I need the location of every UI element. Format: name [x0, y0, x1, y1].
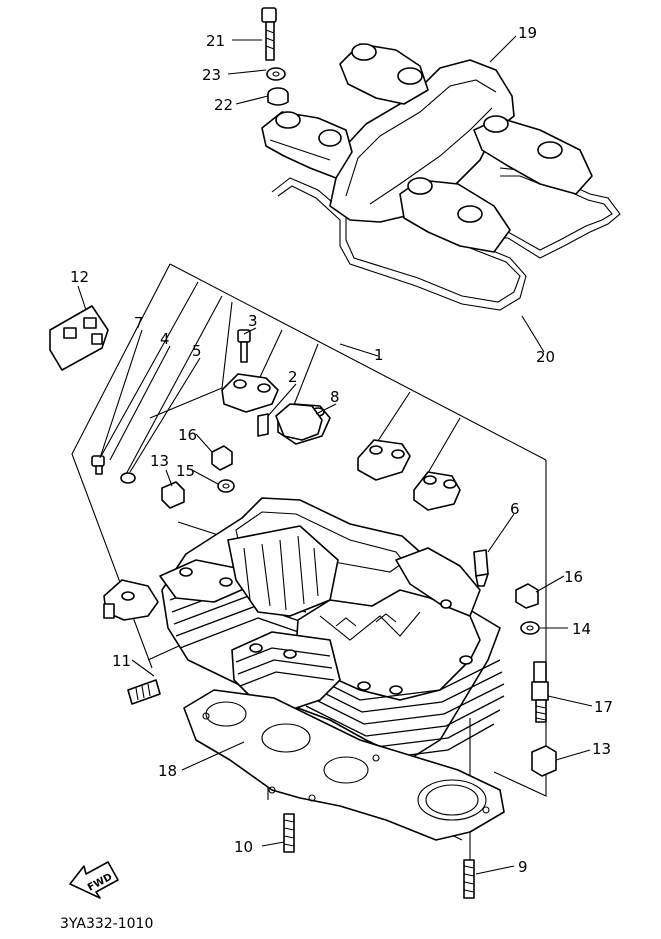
callout-1: 1	[374, 346, 384, 364]
washer-right	[520, 621, 540, 635]
fwd-arrow-icon: FWD	[69, 861, 119, 899]
spark-plug	[531, 661, 549, 723]
callout-8: 8	[330, 388, 340, 406]
callout-10: 10	[234, 838, 253, 856]
callout-2: 2	[288, 368, 298, 386]
plug-bolt	[91, 455, 105, 475]
callout-13-right: 13	[592, 740, 611, 758]
cap-nut-upper	[211, 445, 233, 471]
callout-leaders	[77, 35, 593, 875]
diagram-code: 3YA332-1010	[60, 916, 153, 932]
callout-9: 9	[518, 858, 528, 876]
stud-bolt-9	[463, 859, 475, 899]
rocker-arm	[275, 403, 323, 441]
head-cover-lower-arm	[399, 179, 511, 253]
callout-6: 6	[510, 500, 520, 518]
tappet	[473, 549, 489, 587]
cam-cap-right-1	[357, 439, 411, 481]
bracket	[49, 305, 109, 371]
callout-12: 12	[70, 268, 89, 286]
callout-5: 5	[192, 342, 202, 360]
cover-grommet	[267, 87, 289, 106]
callout-4: 4	[160, 330, 170, 348]
cap-nut-right	[515, 583, 539, 609]
callout-17: 17	[594, 698, 613, 716]
callout-20: 20	[536, 348, 555, 366]
callout-16-upper: 16	[178, 426, 197, 444]
callout-16-right: 16	[564, 568, 583, 586]
engine-bracket	[103, 579, 159, 621]
stud-bolt-11	[127, 679, 161, 705]
callout-19: 19	[518, 24, 537, 42]
nut-washer	[217, 479, 235, 493]
cap-right	[531, 745, 557, 777]
cover-bolt	[261, 7, 277, 61]
cap-left	[161, 481, 185, 509]
head-cover-body	[329, 59, 515, 223]
cover-washer	[266, 67, 286, 81]
callout-7: 7	[134, 314, 144, 332]
cylinder-head-cover	[261, 7, 621, 311]
cam-cap-right-2	[413, 471, 461, 511]
cam-cap-bolt	[237, 329, 251, 363]
callout-11: 11	[112, 652, 131, 670]
callout-3: 3	[248, 312, 258, 330]
callout-15: 15	[176, 462, 195, 480]
head-cover-left-arm	[261, 111, 353, 179]
callout-13-left: 13	[150, 452, 169, 470]
cylinder-head	[103, 497, 505, 761]
head-cover-right-arm	[473, 117, 593, 195]
cam-cap-left	[221, 373, 279, 413]
callout-18: 18	[158, 762, 177, 780]
callout-23: 23	[202, 66, 221, 84]
callout-numbers: 21 23 22 19 20 12 7 4 5 3 2 1 8 16 15 13…	[70, 24, 613, 876]
gasket-washer	[120, 472, 136, 484]
callout-22: 22	[214, 96, 233, 114]
callout-14: 14	[572, 620, 591, 638]
stud-bolt-10	[283, 813, 295, 853]
callout-21: 21	[206, 32, 225, 50]
dowel-pin	[257, 413, 269, 437]
head-gasket	[183, 689, 505, 841]
